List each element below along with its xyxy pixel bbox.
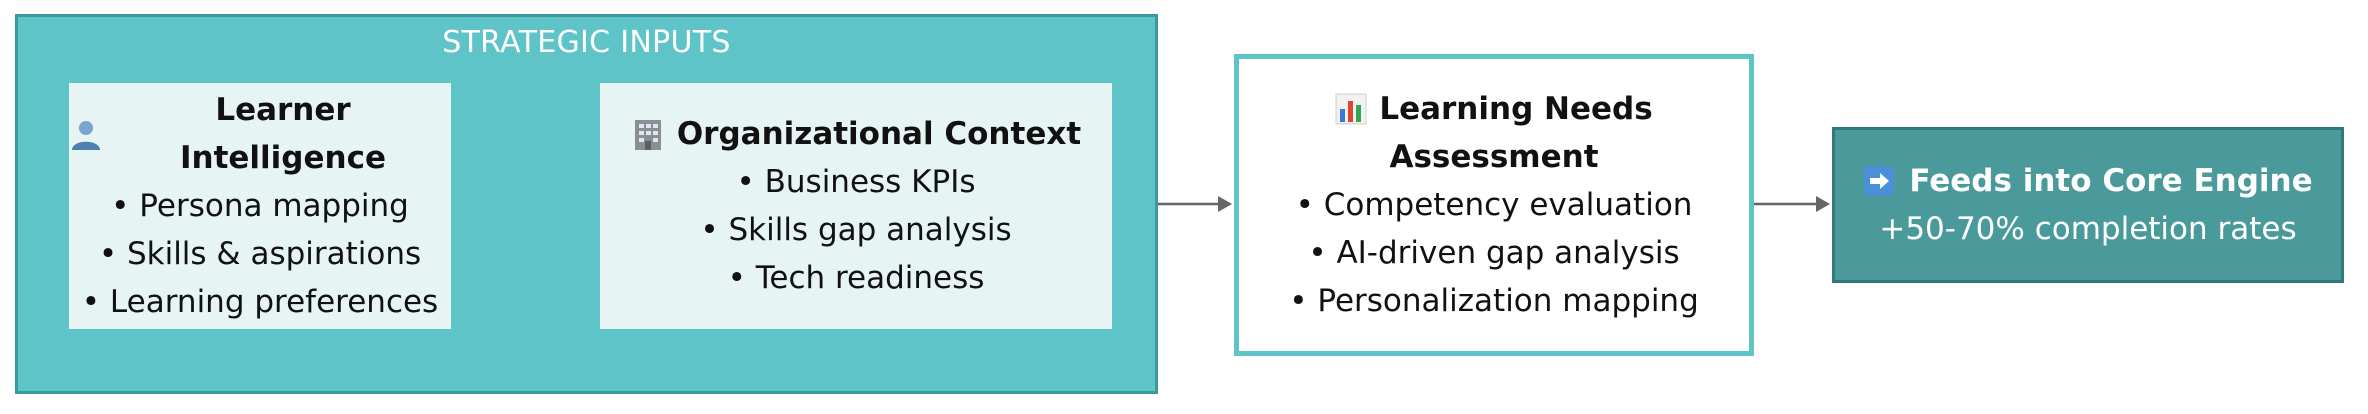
list-item: • Tech readiness <box>727 260 985 296</box>
core-engine-title: Feeds into Core Engine <box>1909 163 2313 199</box>
organizational-context-title: Organizational Context <box>676 116 1082 152</box>
strategic-inputs-group: STRATEGIC INPUTS Learner Intelligence • … <box>15 14 1158 394</box>
list-item: • Business KPIs <box>736 164 976 200</box>
learning-needs-title-line2: Assessment <box>1389 139 1599 175</box>
right-arrow-icon <box>1863 165 1895 197</box>
list-item: • Learning preferences <box>81 284 439 320</box>
core-engine-box: Feeds into Core Engine +50-70% completio… <box>1832 127 2344 283</box>
list-item: • AI-driven gap analysis <box>1308 235 1680 271</box>
learning-needs-title-line1: Learning Needs <box>1379 91 1653 127</box>
person-icon <box>69 117 103 151</box>
learner-intelligence-title: Learner Intelligence <box>179 92 386 176</box>
list-item: • Personalization mapping <box>1289 283 1699 319</box>
group-title: STRATEGIC INPUTS <box>442 25 731 60</box>
arrowhead-inputs-to-assessment <box>1218 196 1232 212</box>
bar-chart-icon <box>1335 93 1367 125</box>
list-item: • Skills gap analysis <box>700 212 1012 248</box>
list-item: • Persona mapping <box>111 188 409 224</box>
core-engine-subtitle: +50-70% completion rates <box>1879 211 2297 247</box>
organizational-context-card: Organizational Context • Business KPIs •… <box>600 83 1112 329</box>
list-item: • Competency evaluation <box>1295 187 1693 223</box>
learning-needs-assessment-box: Learning Needs Assessment • Competency e… <box>1234 54 1754 356</box>
list-item: • Skills & aspirations <box>98 236 422 272</box>
learner-intelligence-card: Learner Intelligence • Persona mapping •… <box>69 83 451 329</box>
arrowhead-assessment-to-core <box>1816 196 1830 212</box>
office-building-icon <box>631 117 665 151</box>
